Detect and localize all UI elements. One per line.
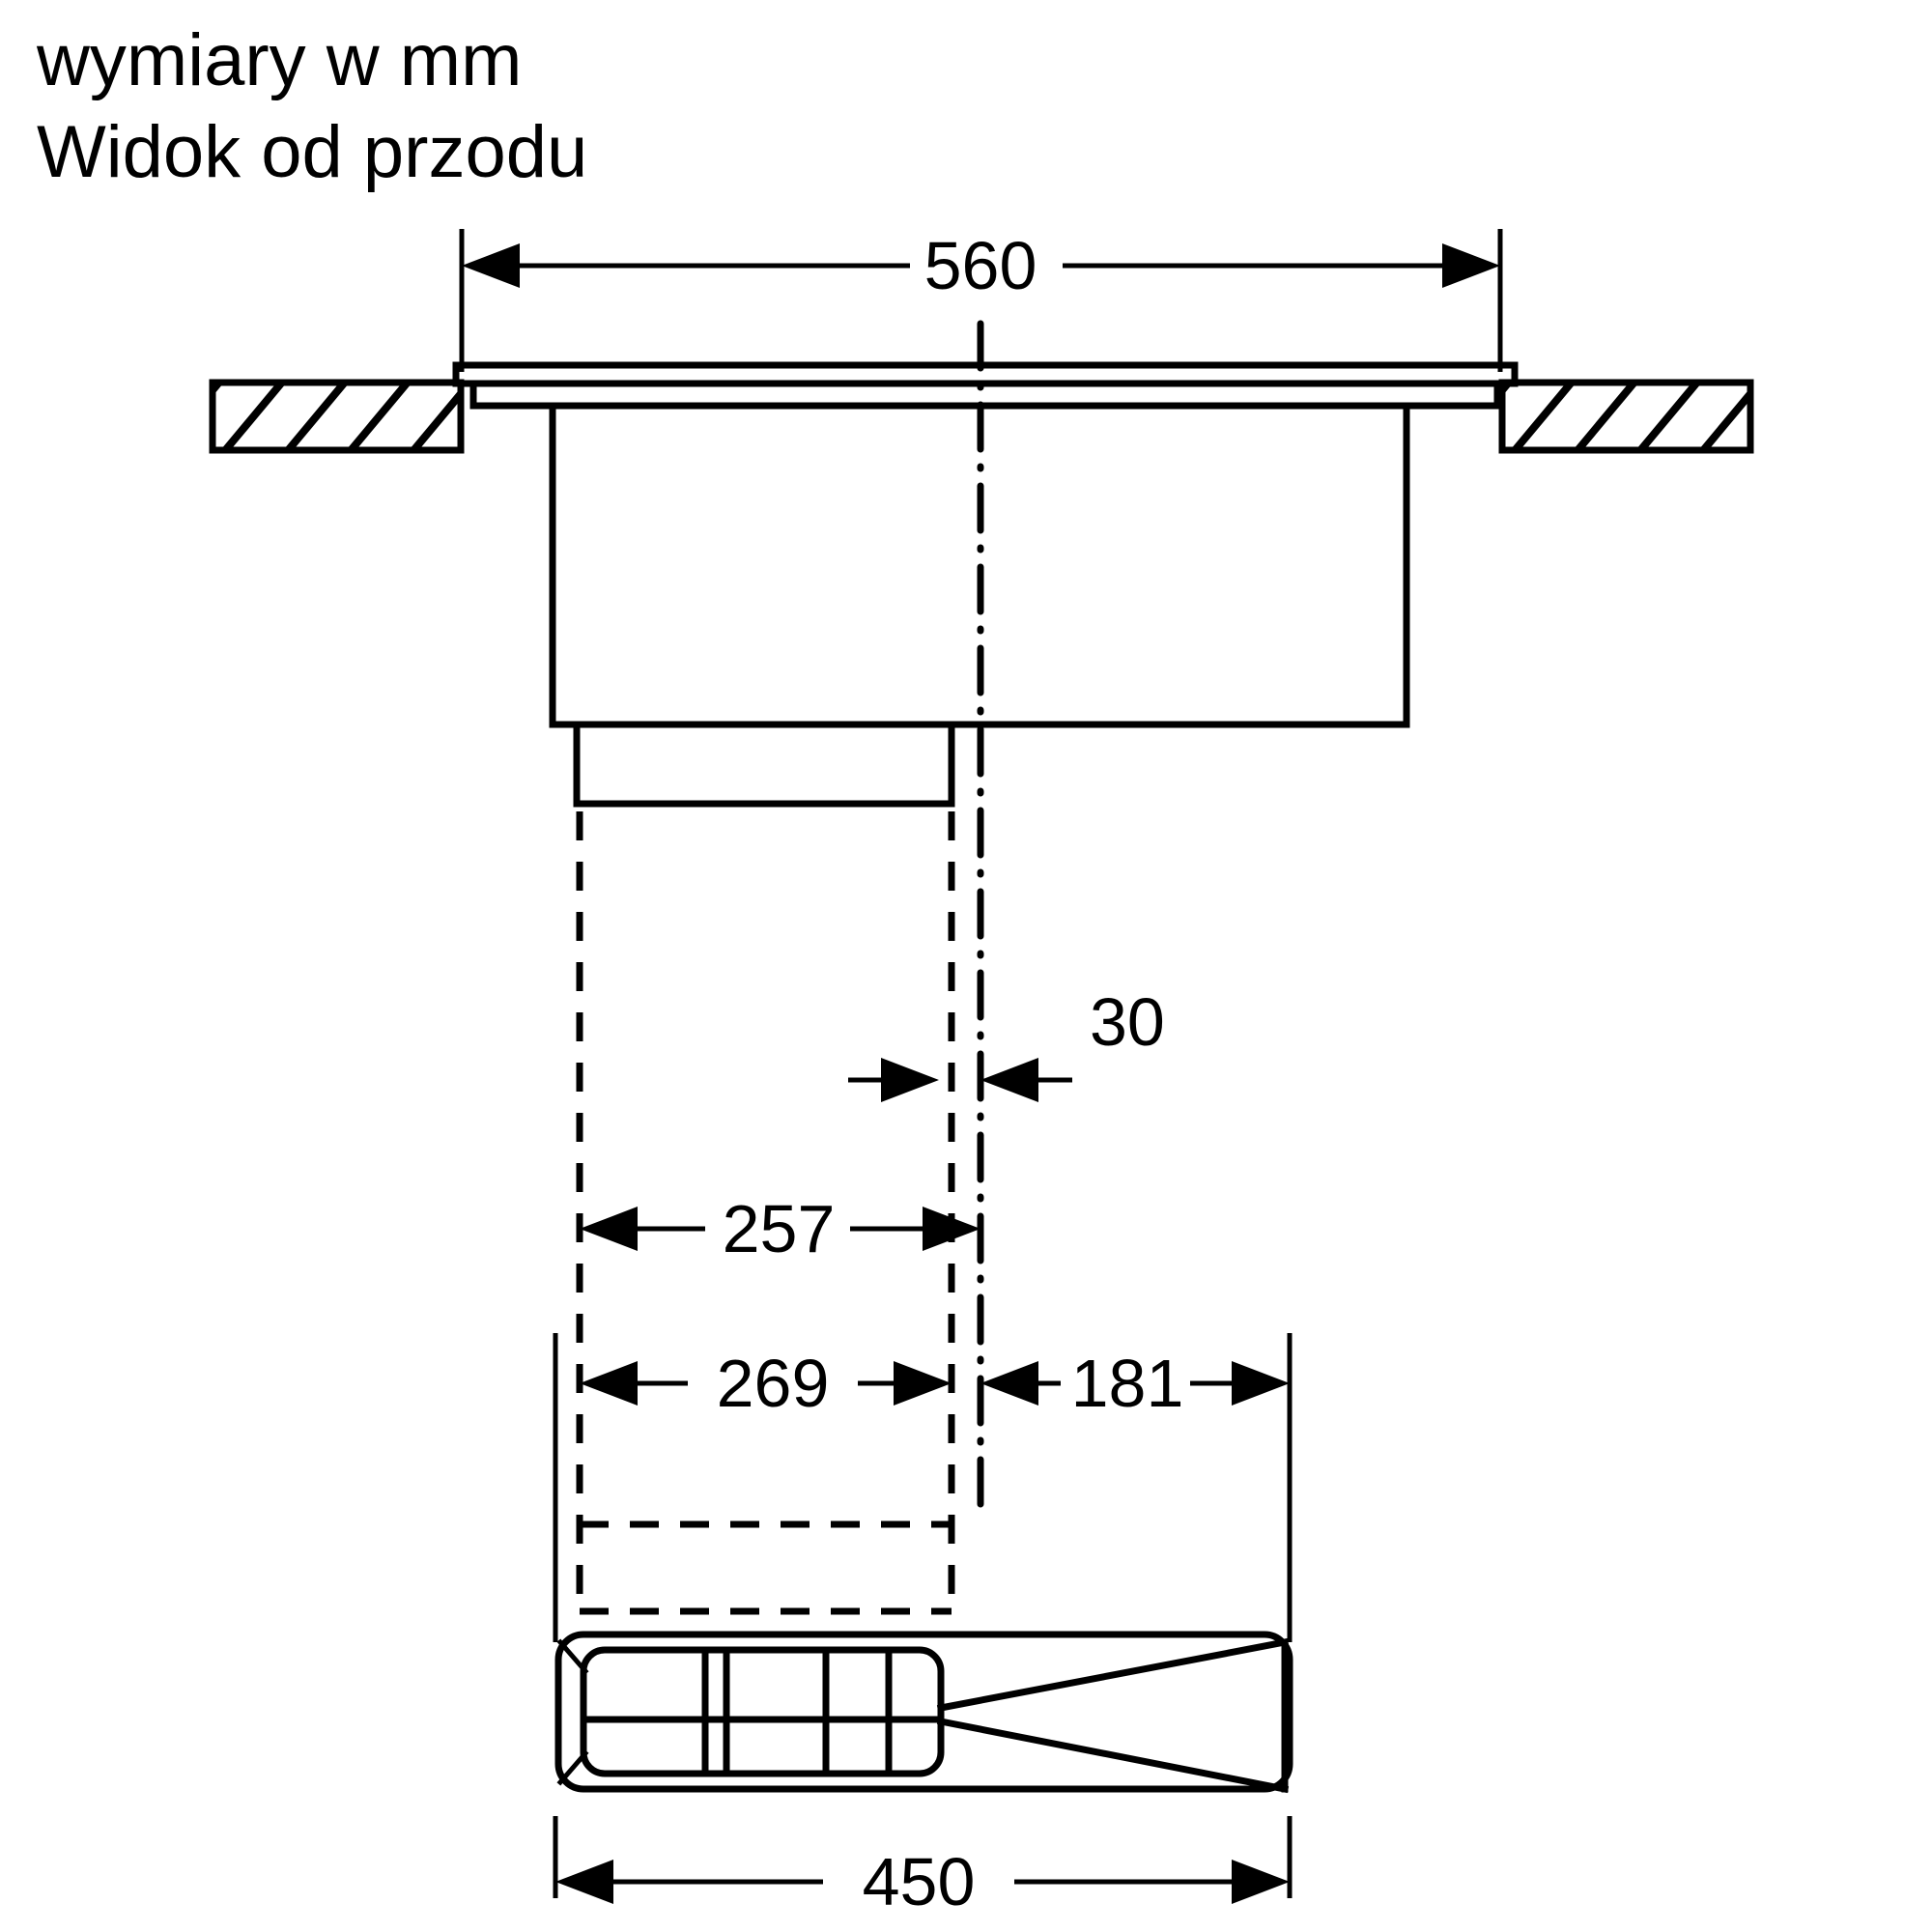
arrow-right-181: [1232, 1361, 1290, 1406]
hob-glass-plate: [452, 361, 1519, 387]
arrow-left-450: [555, 1860, 613, 1904]
worktop-block-left-outline: [209, 379, 465, 454]
motor-filter-cassette: [580, 1646, 945, 1777]
dimension-450: 450: [553, 1816, 1293, 1919]
hob-body-outline: [549, 402, 1410, 728]
worktop-cutout-left: [209, 379, 465, 454]
duct-collar-outline: [573, 723, 955, 808]
duct-taper-lower: [936, 1717, 1290, 1794]
arrow-left-257: [580, 1207, 638, 1251]
hob-plate-outline: [452, 361, 1519, 387]
motor-left-chamfer-bottom: [556, 1749, 589, 1786]
dim-label-30: 30: [1090, 984, 1165, 1060]
arrow-left-30: [881, 1058, 939, 1102]
duct-taper-upper: [936, 1637, 1290, 1713]
arrow-right-269: [894, 1361, 952, 1406]
arrow-right-450: [1232, 1860, 1290, 1904]
dimension-181: 181: [980, 1333, 1293, 1642]
worktop-block-right-outline: [1498, 379, 1754, 454]
motor-fan-unit: [554, 1631, 1293, 1794]
arrow-left-269: [580, 1361, 638, 1406]
arrow-right-257: [923, 1207, 980, 1251]
title-line-1: wymiary w mm: [36, 19, 522, 101]
dimension-560: 560: [459, 228, 1503, 372]
duct-hidden-outline: [576, 811, 955, 1615]
duct-collar: [573, 723, 955, 808]
dim-label-450: 450: [863, 1844, 976, 1919]
dim-label-560: 560: [924, 228, 1037, 303]
dim-label-269: 269: [717, 1346, 830, 1421]
dim-label-181: 181: [1071, 1346, 1184, 1421]
dimension-257: 257: [580, 1191, 980, 1266]
arrow-right-560: [1442, 243, 1500, 288]
hob-rim: [469, 380, 1501, 410]
dim-label-257: 257: [723, 1191, 836, 1266]
motor-outer-shell: [554, 1631, 1293, 1793]
arrow-left-560: [462, 243, 520, 288]
arrow-right-30: [980, 1058, 1038, 1102]
hob-body-housing: [549, 402, 1410, 728]
hob-rim-left: [469, 380, 1501, 410]
dimension-269: 269: [553, 1333, 952, 1642]
motor-left-chamfer-top: [556, 1638, 589, 1675]
title-line-2: Widok od przodu: [37, 111, 587, 193]
dimension-30: 30: [848, 984, 1165, 1102]
arrow-left-181: [980, 1361, 1038, 1406]
